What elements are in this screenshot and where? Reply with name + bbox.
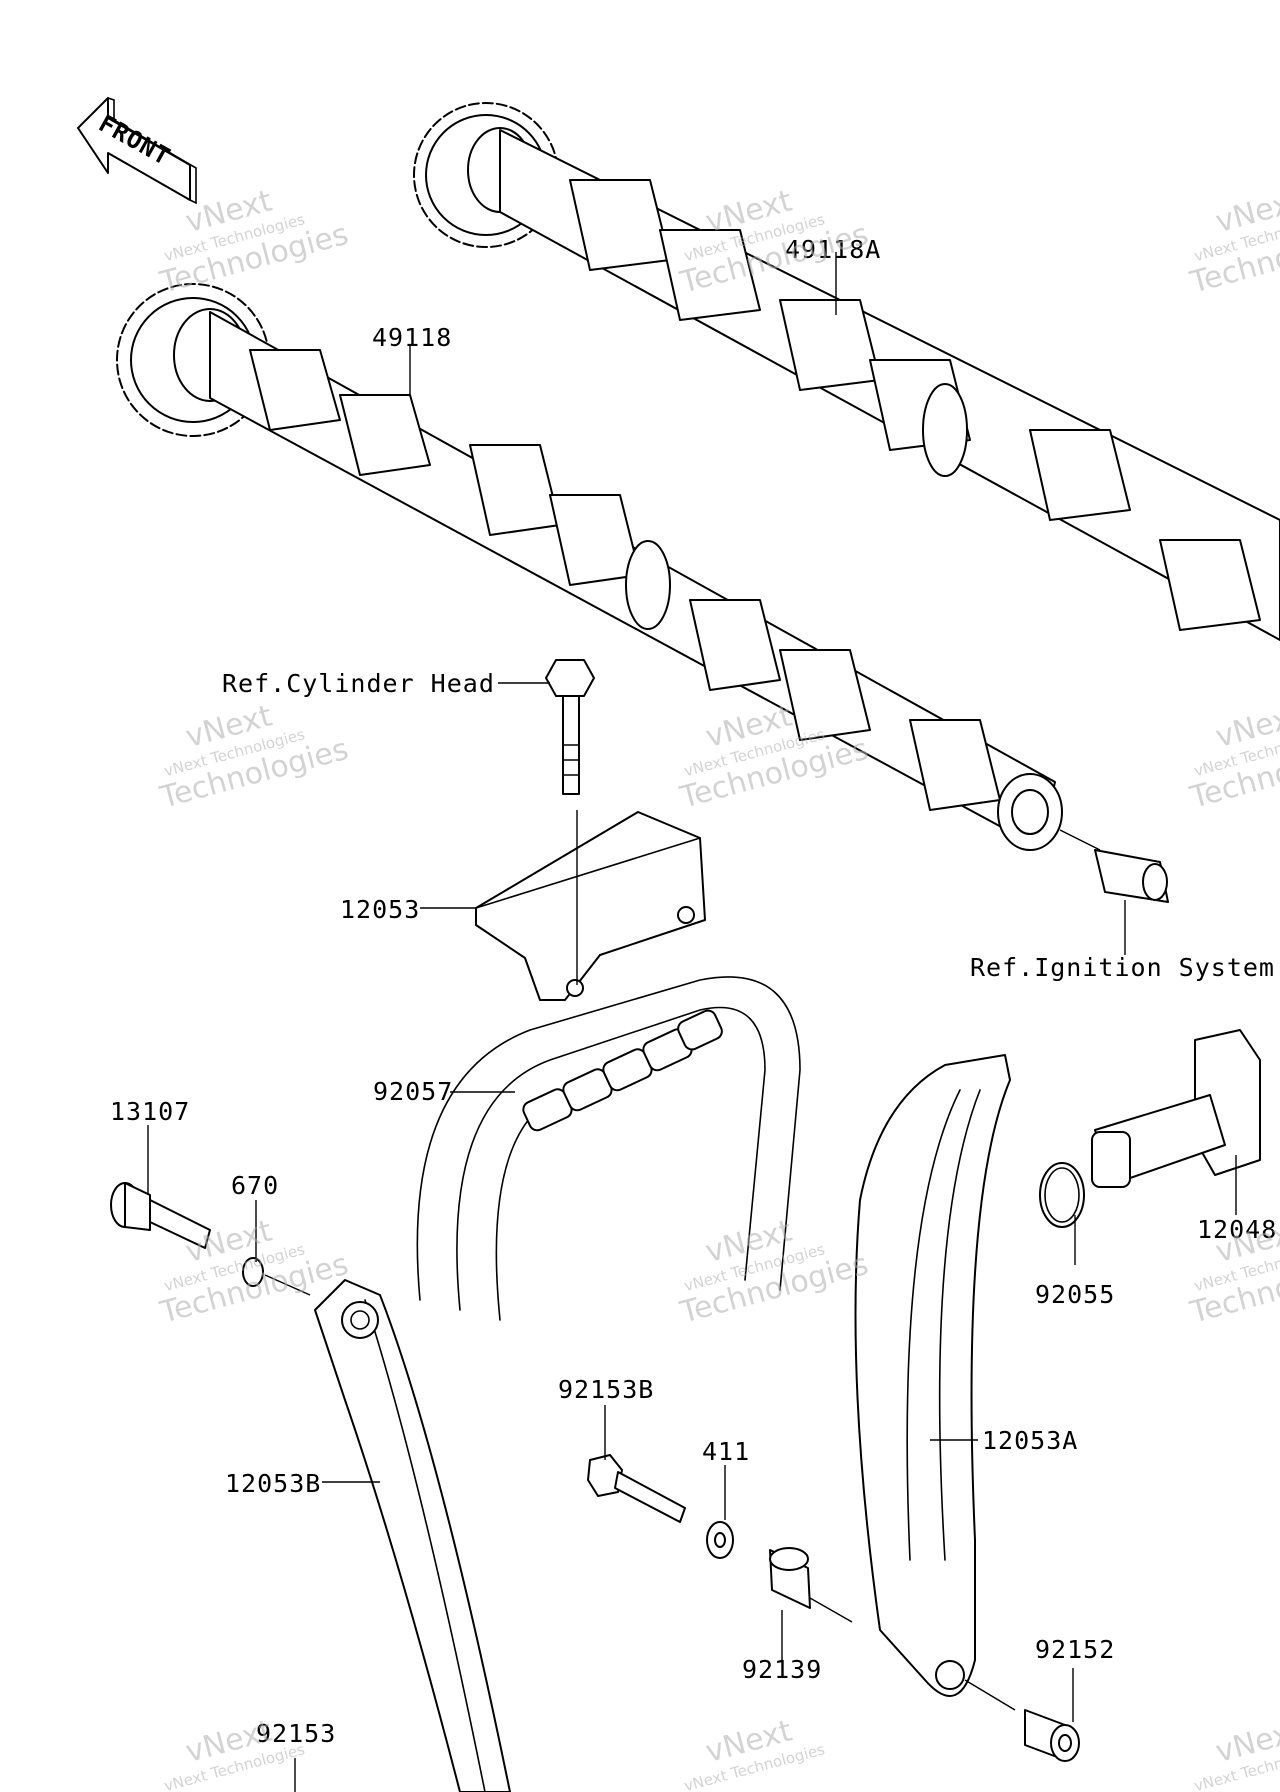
watermark: vNext vNext Technologies — [682, 1713, 827, 1792]
label-guide-b: 12053B — [225, 1469, 321, 1498]
cylinder-head-bolt — [545, 659, 595, 795]
camshaft-exhaust — [116, 283, 1063, 851]
label-collar-92152: 92152 — [1035, 1635, 1115, 1664]
chain-guide-b — [314, 1279, 511, 1792]
collar-92152 — [1024, 1709, 1080, 1762]
label-oring-92055: 92055 — [1035, 1280, 1115, 1309]
label-ref-cylinder-head: Ref.Cylinder Head — [222, 669, 495, 698]
bolt-13107 — [110, 1182, 211, 1249]
chain-guide-a — [854, 1054, 1016, 1711]
label-ref-ignition: Ref.Ignition System — [970, 953, 1275, 982]
label-bolt-92153: 92153 — [256, 1719, 336, 1748]
camshaft-intake — [413, 102, 1280, 641]
washer-411 — [706, 1521, 734, 1559]
oring-92055 — [1039, 1162, 1085, 1228]
bolt-92153b — [587, 1454, 686, 1523]
watermark: vNext vNext Technologies Technologies — [156, 698, 352, 815]
callout-labels: 49118A 49118 Ref.Cylinder Head 12053 Ref… — [110, 235, 1277, 1748]
label-guide-a: 12053A — [982, 1426, 1078, 1455]
label-bolt-13107: 13107 — [110, 1097, 190, 1126]
watermark: vNext vNext Technologies Technologies — [676, 1213, 872, 1330]
front-arrow-icon: FRONT — [77, 97, 197, 205]
ignition-rotor — [1059, 829, 1169, 903]
chain-links — [522, 1009, 723, 1132]
label-chain: 92057 — [373, 1077, 453, 1106]
label-camshaft-exhaust: 49118 — [372, 323, 452, 352]
label-guide-top: 12053 — [340, 895, 420, 924]
label-bolt-92153b: 92153B — [558, 1375, 654, 1404]
timing-chain — [416, 976, 801, 1321]
leader-lines — [147, 252, 1237, 1792]
watermark: vNext vNext Technologies Technologies — [1186, 183, 1280, 300]
label-collar-92139: 92139 — [742, 1655, 822, 1684]
watermark: vNext vNext Technologies Technologies — [1186, 698, 1280, 815]
watermark: vNext vNext Technologies — [1192, 1713, 1280, 1792]
label-washer-411: 411 — [702, 1437, 750, 1466]
label-camshaft-intake: 49118A — [785, 235, 881, 264]
label-oring-670: 670 — [231, 1171, 279, 1200]
chain-tensioner — [1091, 1029, 1261, 1188]
watermark: vNext vNext Technologies Technologies — [676, 183, 872, 300]
chain-guide-top — [475, 810, 706, 1001]
oring-670 — [242, 1257, 311, 1296]
label-tensioner: 12048 — [1197, 1215, 1277, 1244]
collar-92139 — [769, 1547, 853, 1623]
